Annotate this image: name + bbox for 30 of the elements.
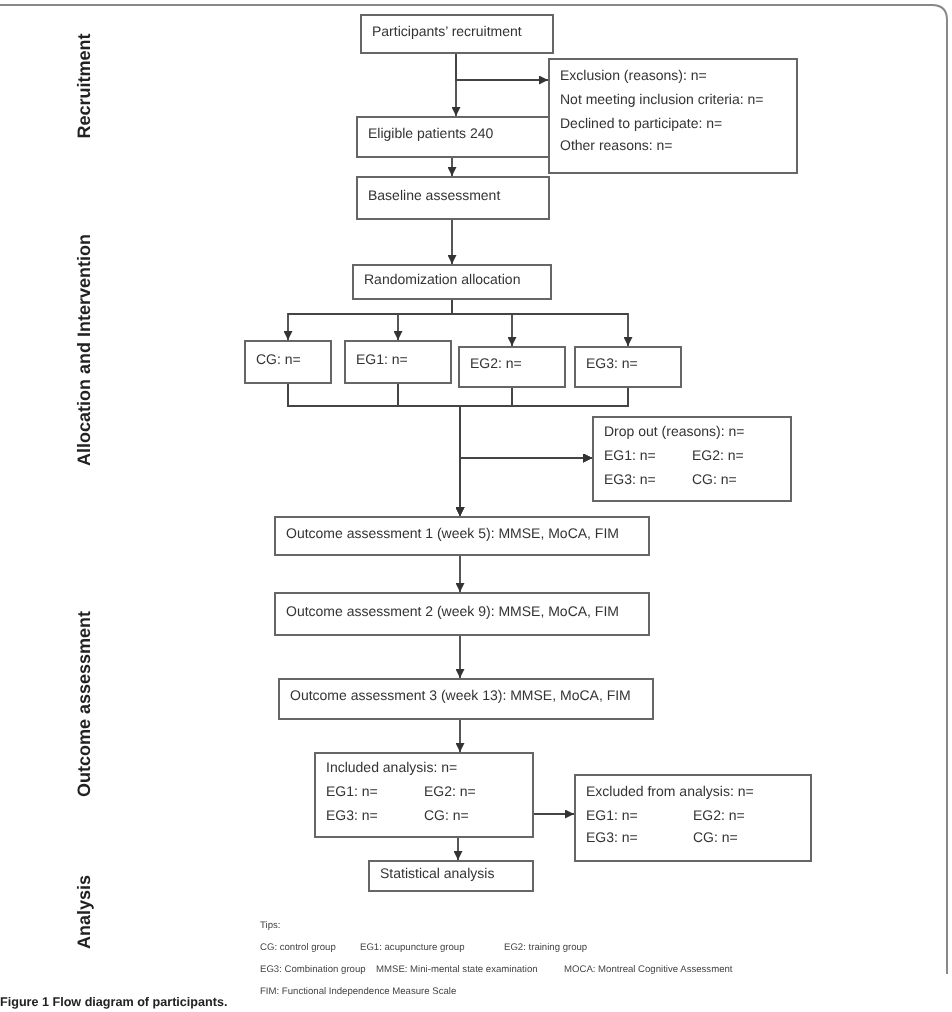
process-box [278,678,654,720]
process-box [356,176,550,220]
arrow [455,635,465,679]
process-box [368,860,534,892]
arrow [455,719,465,753]
process-box [274,592,650,636]
arrow [447,219,457,265]
process-box [356,116,550,158]
process-box [574,774,812,862]
arrow [455,555,465,593]
process-box [352,264,552,300]
group-box [344,340,452,384]
process-box [314,752,534,838]
section-label: Analysis [74,874,94,950]
group-box [244,340,332,384]
arrow [453,837,463,861]
arrow [455,53,549,85]
process-box [592,416,792,502]
group-box [574,346,682,388]
arrow [459,387,629,463]
process-box [274,516,650,556]
section-label: Outcome assessment [74,610,94,798]
process-box [548,58,798,174]
section-label: Allocation and Intervention [74,234,94,466]
group-box [458,346,566,388]
process-box [360,14,554,54]
arrow [447,157,457,177]
arrow [451,299,633,347]
section-label: Recruitment [74,33,94,139]
arrow [533,809,575,819]
